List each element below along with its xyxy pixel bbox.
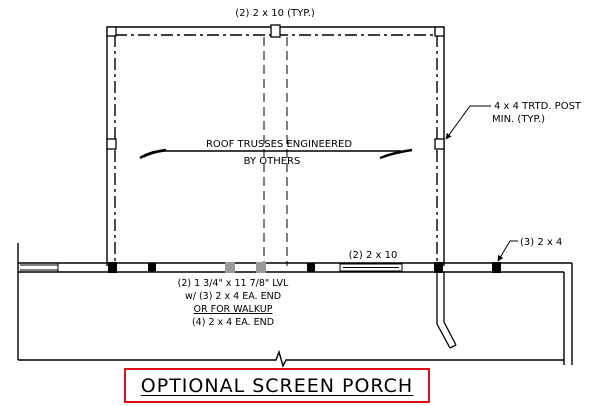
label-lvl-line4: (4) 2 x 4 EA. END xyxy=(192,317,274,328)
wall-posts xyxy=(108,262,501,273)
label-top-beam: (2) 2 x 10 (TYP.) xyxy=(235,8,315,19)
left-window xyxy=(20,263,59,272)
title-box: OPTIONAL SCREEN PORCH xyxy=(124,368,430,403)
posts xyxy=(106,24,445,150)
post-top-left xyxy=(106,26,117,37)
label-header-far-right: (3) 2 x 4 xyxy=(520,237,562,248)
wall-post-far-right xyxy=(492,262,501,273)
label-post-line1: 4 x 4 TRTD. POST xyxy=(494,101,582,112)
post-left-mid xyxy=(106,138,117,150)
wall-block-a xyxy=(148,263,156,272)
label-header-right: (2) 2 x 10 xyxy=(349,250,398,261)
post-right-mid xyxy=(434,138,445,150)
label-lvl-line3: OR FOR WALKUP xyxy=(194,304,273,315)
wall-block-b xyxy=(307,263,315,272)
right-window xyxy=(339,263,403,272)
truss-span-line xyxy=(139,148,413,160)
plan-title: OPTIONAL SCREEN PORCH xyxy=(140,374,414,397)
downspout xyxy=(436,272,457,349)
label-lvl-line2: w/ (3) 2 x 4 EA. END xyxy=(185,291,281,302)
post-top-center xyxy=(270,24,281,38)
label-post-line2: MIN. (TYP.) xyxy=(492,114,545,125)
label-lvl-line1: (2) 1 3/4" x 11 7/8" LVL xyxy=(178,278,289,289)
wall-post-left xyxy=(108,262,117,273)
house-wall xyxy=(17,243,573,368)
lvl-beam-ends xyxy=(225,262,266,273)
wall-post-right xyxy=(434,262,443,273)
leaders xyxy=(445,105,518,262)
label-trusses-line2: BY OTHERS xyxy=(244,156,301,167)
post-top-right xyxy=(434,26,445,37)
label-trusses-line1: ROOF TRUSSES ENGINEERED xyxy=(206,139,352,150)
